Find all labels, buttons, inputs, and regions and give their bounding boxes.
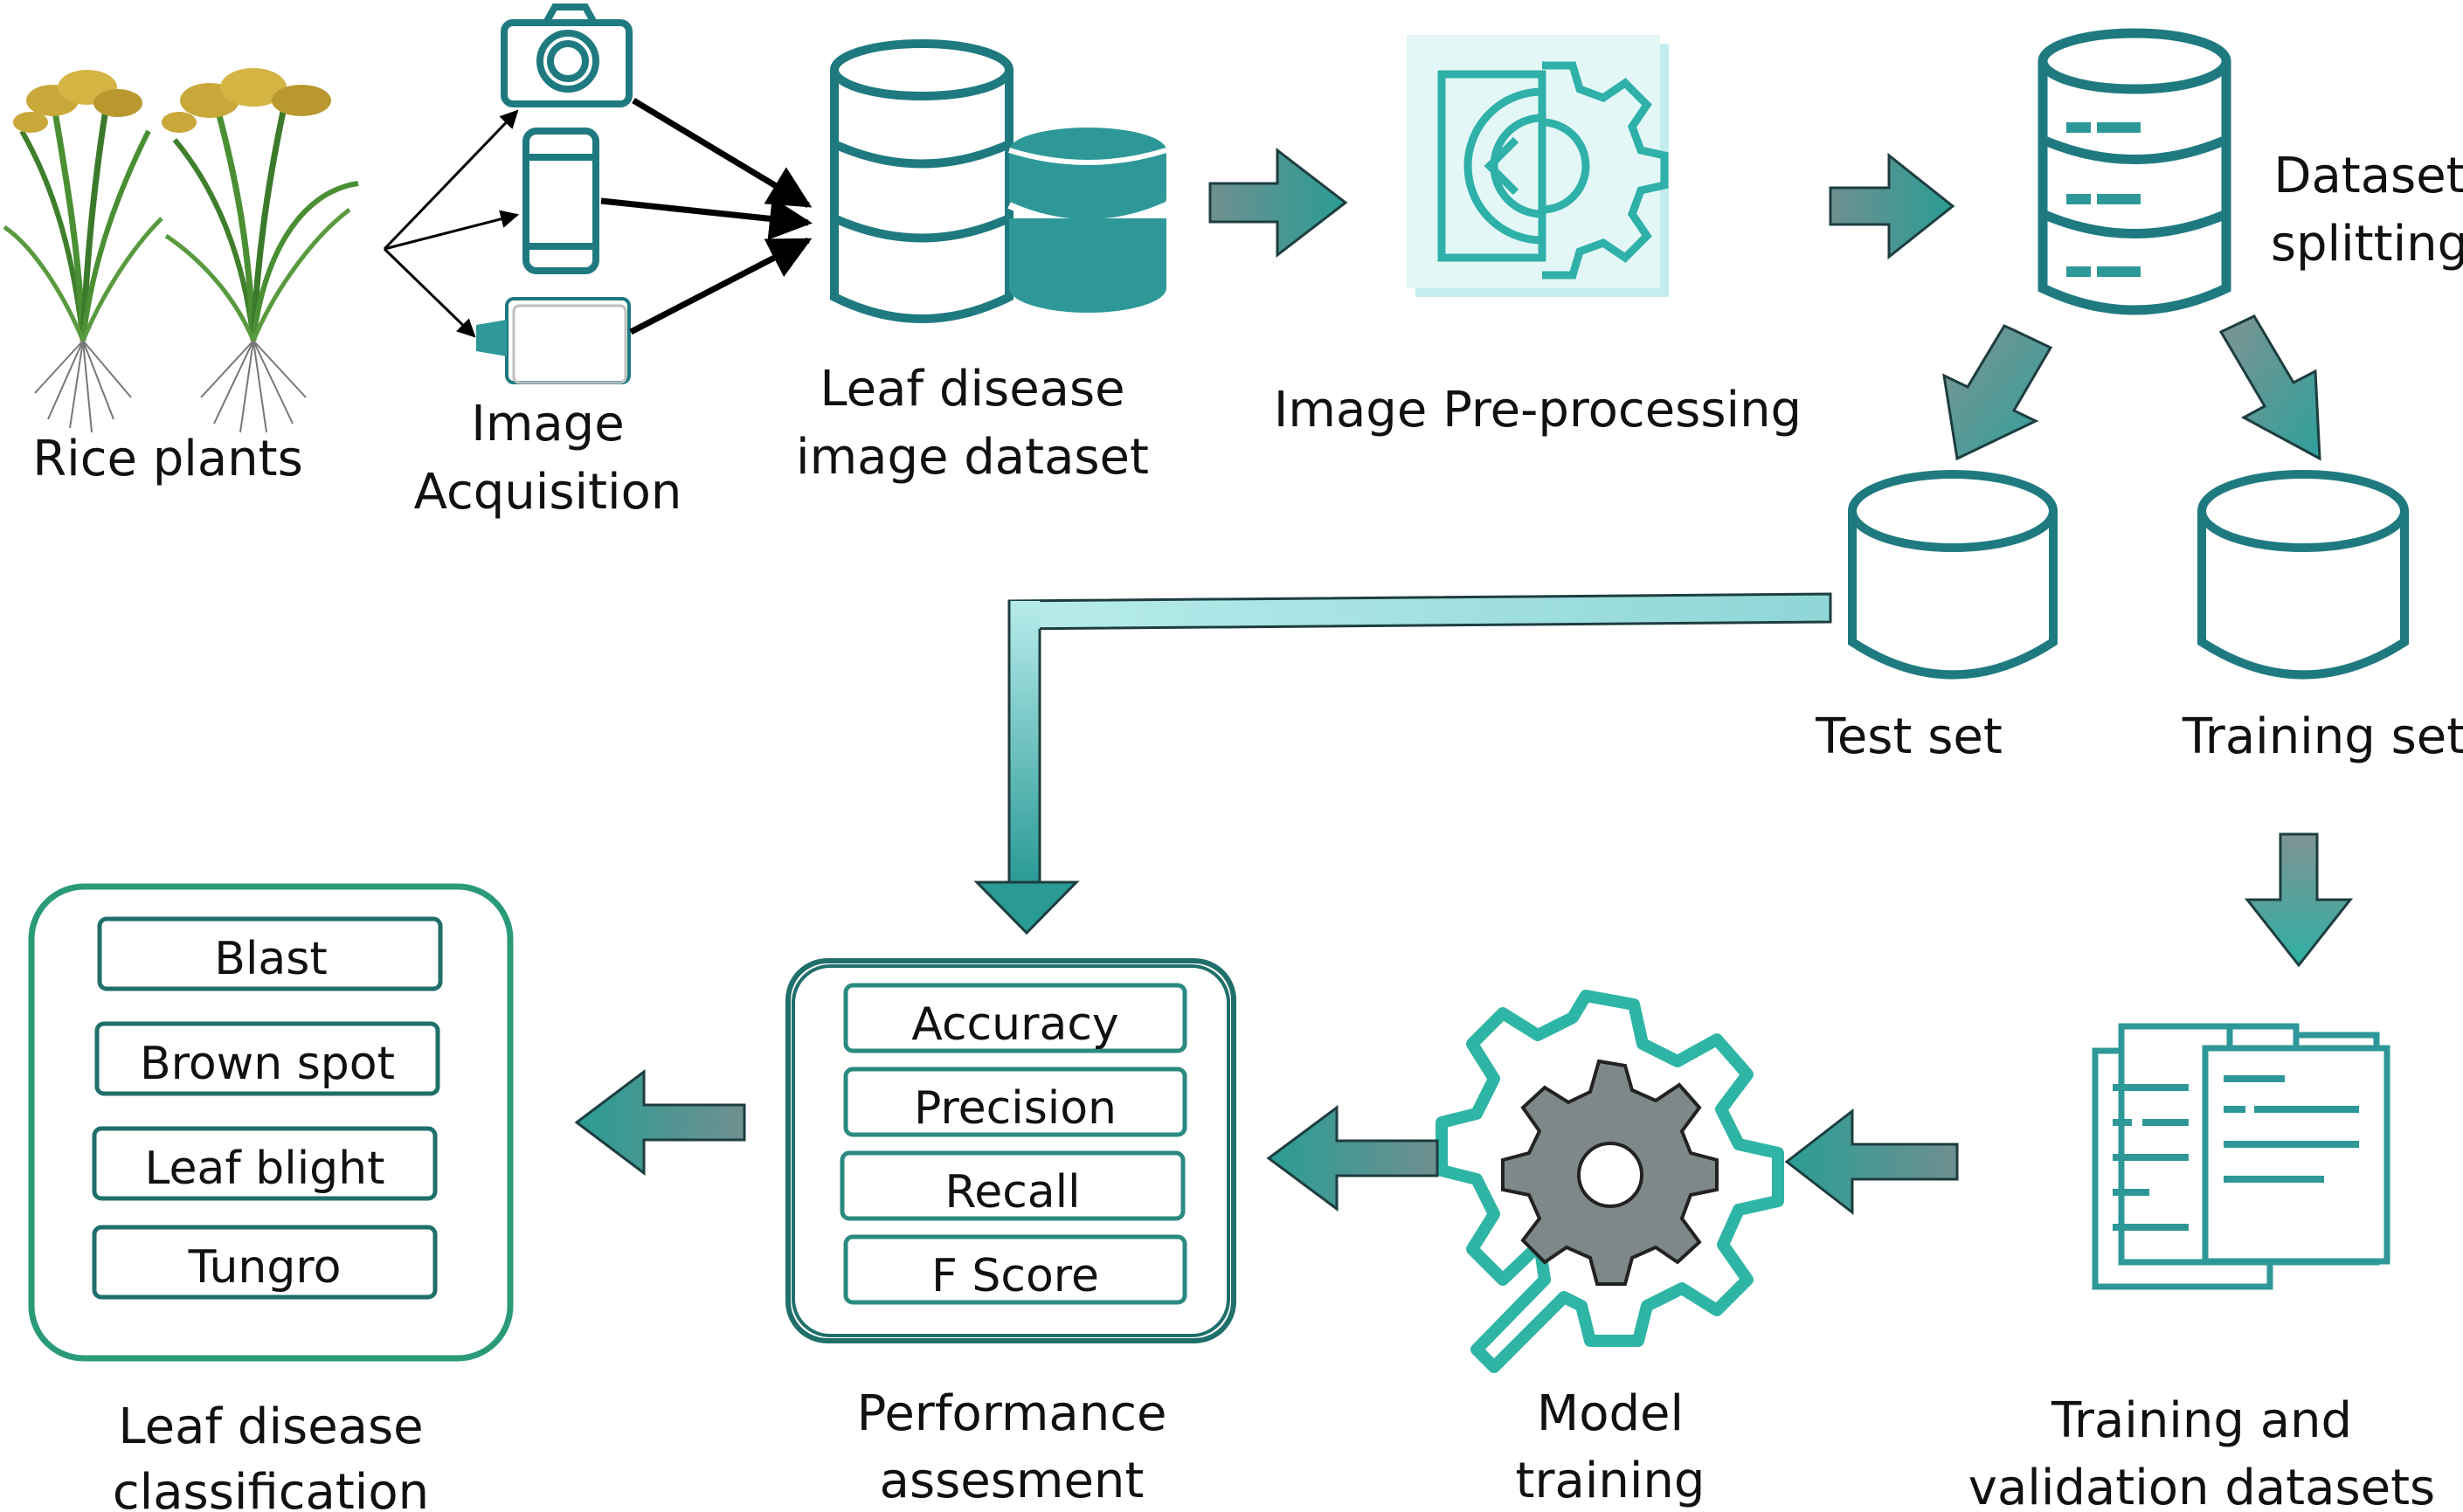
class-tungro: Tungro [188, 1241, 342, 1294]
rice-plant-icon [3, 68, 359, 433]
arrow-left-1 [1784, 1108, 1959, 1216]
phone-icon [522, 128, 599, 274]
arrow-right-1 [1208, 147, 1348, 259]
arrow-right-2 [1829, 152, 1955, 260]
arrow-left-3 [574, 1068, 746, 1177]
class-leaf-blight: Leaf blight [144, 1143, 384, 1195]
training-set-cylinder-icon [2197, 470, 2409, 680]
documents-icon [2092, 1023, 2390, 1290]
class-blast: Blast [214, 933, 327, 985]
tablet-icon [476, 297, 631, 384]
split-arrow-right [2218, 314, 2321, 461]
image-acquisition-label-line1: Image [471, 396, 624, 452]
performance-panel: Accuracy Precision Recall F Score [785, 958, 1236, 1343]
acquisition-to-dataset-arrows [600, 97, 813, 335]
classification-label-line1: Leaf disease [118, 1398, 423, 1455]
image-acquisition-label-line2: Acquisition [414, 464, 682, 521]
acquisition-connectors [383, 109, 520, 338]
class-brown-spot: Brown spot [140, 1038, 395, 1090]
metric-precision: Precision [914, 1082, 1117, 1135]
classification-panel: Blast Brown spot Leaf blight Tungro [28, 883, 514, 1362]
train-val-label-line2: validation datasets [1968, 1460, 2435, 1512]
gear-icon [1436, 990, 1784, 1373]
model-training-label-line1: Model [1537, 1385, 1684, 1442]
database-icon [830, 39, 1168, 323]
metric-f-score: F Score [931, 1250, 1099, 1302]
server-icon [2038, 28, 2231, 315]
test-set-cylinder-icon [1848, 470, 2058, 680]
leaf-dataset-label-line2: image dataset [796, 429, 1149, 486]
metric-recall: Recall [944, 1166, 1080, 1219]
train-val-label-line1: Training and [2051, 1392, 2352, 1449]
training-set-label: Training set [2182, 708, 2463, 765]
performance-label-line2: assesment [880, 1453, 1145, 1509]
dataset-splitting-label-line2: splitting [2271, 216, 2463, 273]
pre-processing-label: Image Pre-processing [1274, 382, 1802, 438]
performance-label-line1: Performance [857, 1385, 1167, 1442]
code-gear-icon [1407, 35, 1669, 297]
metric-accuracy: Accuracy [911, 998, 1118, 1051]
model-training-label-line2: training [1516, 1453, 1705, 1509]
camera-icon [501, 3, 633, 107]
arrow-down [2244, 832, 2354, 968]
split-arrow-left [1942, 324, 2053, 461]
classification-label-line2: classification [113, 1464, 429, 1512]
test-to-performance-connector [973, 592, 1832, 936]
test-set-label: Test set [1815, 708, 2003, 765]
rice-plants-label: Rice plants [32, 431, 303, 487]
arrow-left-2 [1266, 1105, 1439, 1212]
dataset-splitting-label-line1: Dataset [2273, 148, 2463, 204]
leaf-dataset-label-line1: Leaf disease [820, 361, 1124, 418]
